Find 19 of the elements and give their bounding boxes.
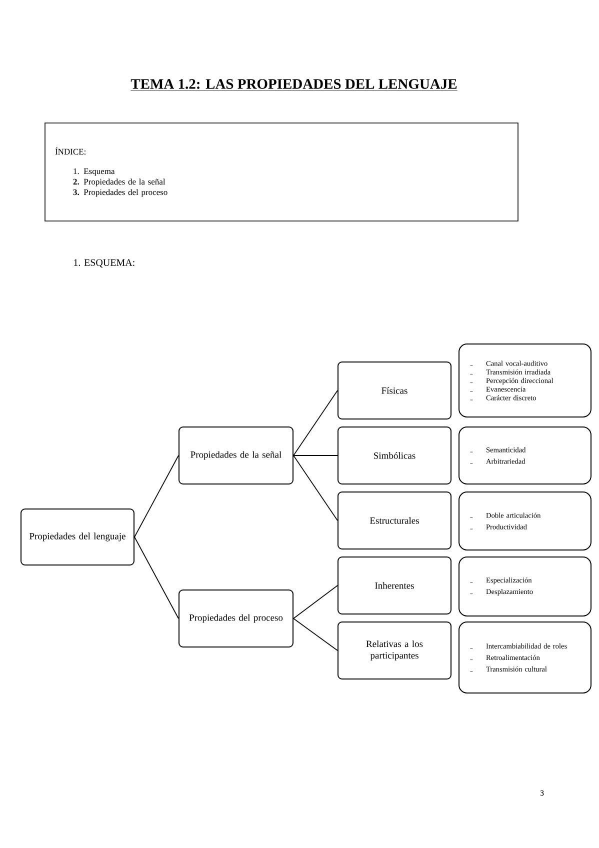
- title: TEMA 1.2: LAS PROPIEDADES DEL LENGUAJE: [130, 79, 458, 90]
- concept-box: Estructurales: [338, 492, 452, 550]
- section-heading: 1. ESQUEMA:: [74, 259, 134, 268]
- concept-box: Propiedades del lenguaje: [20, 508, 134, 566]
- concept-box: Relativas a los participantes: [338, 622, 452, 680]
- connector-line: [134, 536, 179, 619]
- connector-line: [293, 390, 338, 456]
- connector-line: [293, 455, 338, 521]
- concept-box: Inherentes: [338, 556, 452, 614]
- connector-line: [293, 618, 338, 651]
- connector-line: [134, 455, 179, 538]
- concept-box: Físicas: [338, 362, 452, 420]
- concept-box: Simbólicas: [338, 426, 452, 484]
- index-box: ÍNDICE: 1. Esquema 2. Propiedades de la señal 3. Propiedades del proceso: [44, 122, 518, 222]
- connector-line: [293, 455, 338, 456]
- connector-line: [293, 585, 338, 619]
- concept-box: Propiedades de la señal: [178, 426, 294, 484]
- page-number: 3: [540, 790, 544, 796]
- concept-box: Propiedades del proceso: [178, 590, 294, 648]
